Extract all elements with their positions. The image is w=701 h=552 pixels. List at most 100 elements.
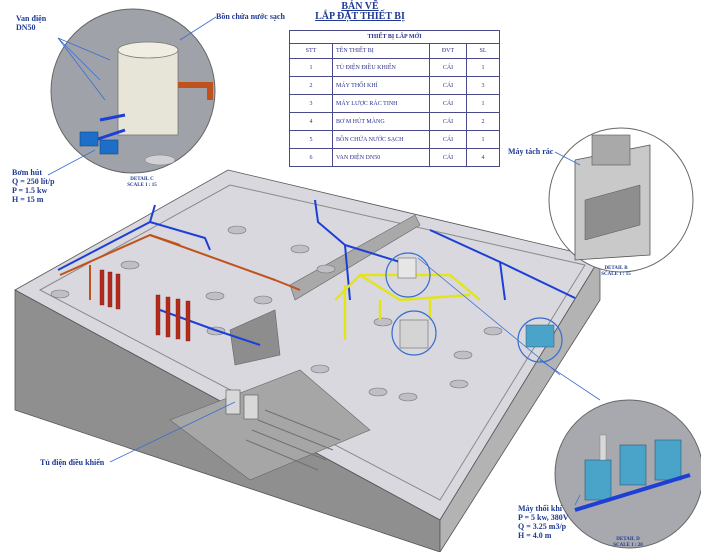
label-blower-line4: H = 4.0 m [518, 531, 552, 540]
pump-c1 [79, 131, 99, 147]
table-row: 6 VAN ĐIỆN DN50 CÁI 4 [289, 148, 500, 167]
manhole [253, 295, 273, 305]
cell-qty: 1 [466, 58, 500, 77]
detail-b-caption: DETAIL B SCALE 1 : 15 [596, 266, 636, 278]
cell-qty: 4 [466, 148, 500, 167]
divider-wall [289, 214, 421, 301]
detail-c-caption: DETAIL C SCALE 1 : 15 [122, 177, 162, 189]
leader-valve [57, 37, 111, 101]
manhole [310, 364, 330, 374]
label-valve-line1: Van điện [16, 14, 47, 23]
header-qty: SL [466, 43, 500, 59]
manhole [483, 326, 503, 336]
detail-d-title: DETAIL D [616, 537, 640, 542]
cell-stt: 6 [289, 148, 333, 167]
leader-panel [109, 401, 236, 463]
cell-name: MÁY THỔI KHÍ [332, 76, 430, 95]
diffuser-pipe [155, 294, 161, 336]
diffuser-pipe [185, 300, 191, 342]
drawing-title-line2: LẮP ĐẶT THIẾT BỊ [315, 11, 405, 22]
detail-b-view [548, 127, 694, 273]
table-row: 5 BỒN CHỨA NƯỚC SẠCH CÁI 1 [289, 130, 500, 149]
cell-unit: CÁI [429, 58, 467, 77]
label-panel: Tủ điện điều khiển [40, 458, 105, 467]
cell-unit: CÁI [429, 94, 467, 113]
manhole [373, 317, 393, 327]
table-row: 3 MÁY LƯỢC RÁC TINH CÁI 1 [289, 94, 500, 113]
detail-d-scale: SCALE 1 : 20 [613, 543, 643, 548]
tank-pipe-orange [178, 82, 213, 100]
detail-b-marker [391, 310, 437, 356]
label-pump-line1: Bơm hút [12, 168, 42, 177]
detail-c-title: DETAIL C [130, 177, 154, 182]
pipe-yellow [378, 300, 432, 320]
blower-pipe [599, 434, 607, 461]
manhole [50, 289, 70, 299]
blower-1 [584, 459, 612, 501]
cell-name: VAN ĐIỆN DN50 [332, 148, 430, 167]
diffuser-pipe [175, 298, 181, 340]
cell-name: MÁY LƯỢC RÁC TINH [332, 94, 430, 113]
blower-small [525, 324, 555, 348]
drawing-title: BẢN VẼ LẮP ĐẶT THIẾT BỊ [300, 2, 420, 22]
label-valve-line2: DN50 [16, 23, 36, 32]
manhole [453, 350, 473, 360]
stair-steps [245, 409, 341, 471]
label-tank: Bồn chứa nước sạch [216, 12, 285, 21]
pipe-orange [149, 234, 181, 246]
pipe-blue [429, 229, 576, 301]
cell-stt: 4 [289, 112, 333, 131]
floor-hole [144, 154, 176, 166]
header-stt: STT [289, 43, 333, 59]
diffuser-pipe [165, 296, 171, 338]
label-blower: Máy thổi khí P = 5 kw, 380V Q = 3.25 m3/… [518, 504, 569, 540]
drawing-title-line1: BẢN VẼ [341, 1, 379, 12]
cell-unit: CÁI [429, 148, 467, 167]
detail-c-view [50, 8, 216, 174]
cell-name: BỒN CHỨA NƯỚC SẠCH [332, 130, 430, 149]
table-caption: THIẾT BỊ LẮP MỚI [289, 30, 500, 44]
cell-qty: 1 [466, 130, 500, 149]
detail-b-scale: SCALE 1 : 15 [601, 272, 631, 277]
screen-small [399, 319, 429, 349]
diffuser-pipe [115, 273, 121, 310]
table-row: 4 BƠ M HÚT MÀNG CÁI 2 [289, 112, 500, 131]
manhole [449, 379, 469, 389]
label-valve: Van điện DN50 [16, 14, 46, 32]
tank-body [117, 49, 179, 136]
diffuser-pipe [99, 269, 105, 306]
panel-box-2 [243, 394, 259, 420]
label-screen: Máy tách rác [508, 147, 554, 156]
blower-2 [619, 444, 647, 486]
leader-tank [179, 16, 217, 41]
detail-c-scale: SCALE 1 : 15 [127, 183, 157, 188]
label-pump: Bơm hút Q = 250 lít/p P = 1.5 kw H = 15 … [12, 168, 55, 204]
diffuser-pipe [107, 271, 113, 308]
cell-unit: CÁI [429, 76, 467, 95]
pipe-blue [314, 199, 401, 301]
tank-pipes-blue [94, 113, 126, 142]
cell-qty: 1 [466, 94, 500, 113]
manhole [205, 291, 225, 301]
detail-b-title: DETAIL B [604, 266, 628, 271]
leader-screen [554, 151, 581, 166]
tank-small [397, 257, 417, 279]
manhole [120, 260, 140, 270]
tank-structure [14, 169, 601, 552]
detail-d-view [554, 399, 701, 549]
leader-pump [47, 149, 96, 176]
cell-stt: 5 [289, 130, 333, 149]
pump-c2 [99, 139, 119, 155]
cell-unit: CÁI [429, 112, 467, 131]
diffuser-drops [99, 269, 191, 342]
cell-stt: 1 [289, 58, 333, 77]
leader-blower [574, 494, 581, 506]
tank-top [117, 41, 179, 59]
equipment-table: THIẾT BỊ LẮP MỚI STT TÊN THIẾT BỊ ĐVT SL… [289, 30, 500, 167]
cell-qty: 2 [466, 112, 500, 131]
divider-wall-2 [229, 309, 281, 366]
leader-c-d [417, 257, 601, 401]
blower-base [574, 473, 691, 512]
manhole [290, 244, 310, 254]
